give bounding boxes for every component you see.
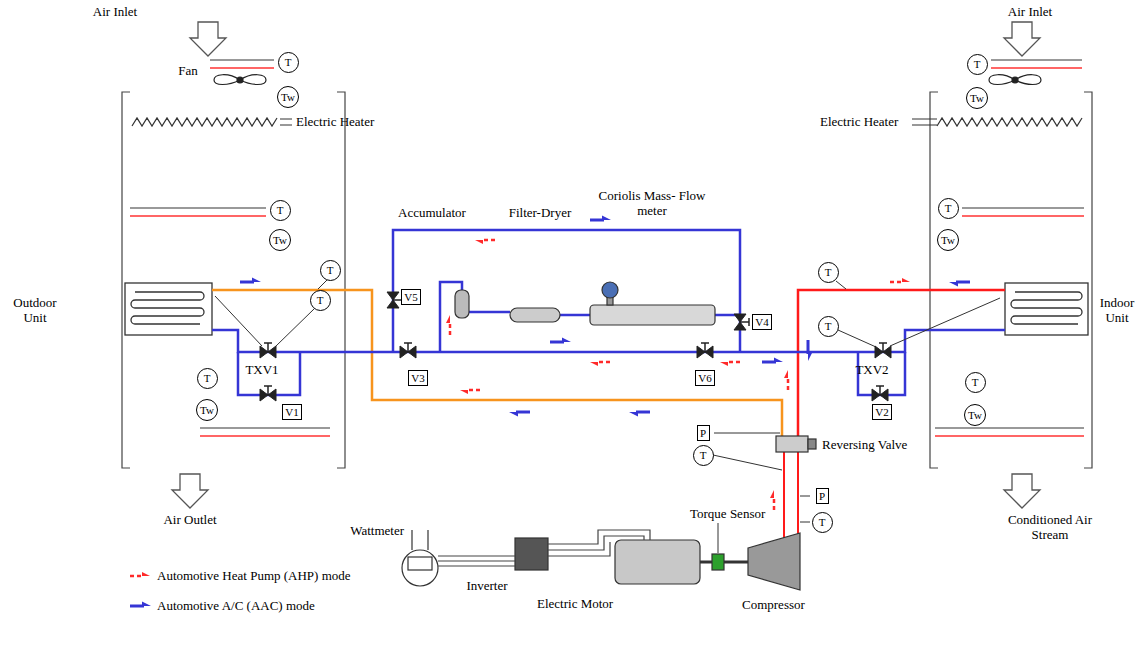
node-text: T [327, 264, 334, 276]
node-text: Tw [273, 234, 287, 246]
part-label: Accumulator [398, 205, 466, 220]
node-text: P [819, 490, 825, 502]
part-label: Conditioned Air Stream [990, 512, 1110, 542]
sensor-probe [130, 60, 1084, 436]
fan-symbol [214, 75, 1041, 85]
air-arrow [172, 22, 1040, 508]
refrigerant-pipe [212, 230, 1005, 538]
valve-tag-box: V3 [408, 370, 428, 386]
sensor-circle: T [197, 368, 218, 389]
part-label: TXV2 [855, 362, 888, 377]
part-label: Air Inlet [1008, 4, 1052, 19]
sensor-circle: Tw [196, 399, 218, 421]
node-text: T [317, 294, 324, 306]
node-text: V1 [285, 406, 298, 418]
node-text: Tw [968, 409, 982, 421]
node-text: V3 [411, 372, 424, 384]
node-text: V2 [875, 406, 888, 418]
sensor-circle: Tw [269, 229, 291, 251]
sensor-leader [215, 280, 1000, 553]
valve-tag-box: V4 [752, 314, 772, 330]
sensor-circle: T [320, 260, 341, 281]
part-label: Coriolis Mass- Flow meter [597, 188, 707, 218]
legend-entry: Automotive Heat Pump (AHP) mode [157, 568, 351, 583]
node-text: T [972, 376, 979, 388]
part-label: Filter-Dryer [509, 205, 572, 220]
part-label: Electric Heater [820, 114, 898, 129]
legend-text: Automotive A/C (AAC) mode [157, 598, 315, 613]
node-text: T [825, 266, 832, 278]
part-label: Compressor [742, 597, 805, 612]
node-text: Tw [281, 91, 295, 103]
node-text: T [819, 516, 826, 528]
sensor-circle: T [693, 445, 714, 466]
sensor-circle: Tw [277, 86, 299, 108]
part-label: Reversing Valve [822, 437, 907, 452]
legend-text: Automotive Heat Pump (AHP) mode [157, 568, 351, 583]
part-label: Indoor Unit [1094, 295, 1140, 325]
part-label: Wattmeter [350, 523, 404, 538]
node-text: T [974, 58, 981, 70]
valve-tag-box: V2 [872, 404, 892, 420]
node-text: T [285, 56, 292, 68]
node-text: T [277, 204, 284, 216]
component [402, 282, 816, 590]
heater-coil [132, 118, 1082, 126]
node-text: Tw [970, 92, 984, 104]
valve-symbol [260, 292, 891, 401]
node-text: V4 [755, 316, 768, 328]
sensor-circle: T [967, 54, 988, 75]
unit-bracket [122, 92, 1092, 468]
valve-tag-box: V1 [282, 404, 302, 420]
legend-entry: Automotive A/C (AAC) mode [157, 598, 315, 613]
part-label: Fan [178, 63, 198, 78]
valve-tag-box: V5 [401, 289, 421, 305]
part-label: Air Outlet [163, 512, 216, 527]
sensor-circle: T [965, 372, 986, 393]
node-text: T [204, 372, 211, 384]
sensor-circle: T [812, 512, 833, 533]
node-text: Tw [200, 404, 214, 416]
part-label: Inverter [466, 578, 507, 593]
sensor-circle: T [818, 316, 839, 337]
sensor-circle: T [278, 52, 299, 73]
node-text: V6 [698, 372, 711, 384]
part-label: Air Inlet [93, 4, 137, 19]
flow-arrow [240, 216, 970, 511]
sensor-circle: T [938, 198, 959, 219]
sensor-circle: T [270, 200, 291, 221]
legend-sample [130, 572, 151, 606]
valve-tag-box: P [816, 488, 829, 504]
node-text: T [700, 449, 707, 461]
power-wire [438, 530, 650, 566]
sensor-circle: Tw [966, 87, 988, 109]
part-label: Electric Motor [537, 596, 613, 611]
node-text: Tw [941, 234, 955, 246]
sensor-circle: Tw [964, 404, 986, 426]
sensor-circle: Tw [937, 229, 959, 251]
valve-tag-box: V6 [695, 370, 715, 386]
sensor-circle: T [310, 290, 331, 311]
node-text: P [700, 427, 706, 439]
part-label: Outdoor Unit [5, 295, 65, 325]
node-text: T [825, 320, 832, 332]
sensor-circle: T [818, 262, 839, 283]
valve-tag-box: P [697, 425, 710, 441]
part-label: TXV1 [245, 362, 278, 377]
node-text: T [945, 202, 952, 214]
part-label: Torque Sensor [690, 506, 765, 521]
part-label: Electric Heater [296, 114, 374, 129]
node-text: V5 [404, 291, 417, 303]
